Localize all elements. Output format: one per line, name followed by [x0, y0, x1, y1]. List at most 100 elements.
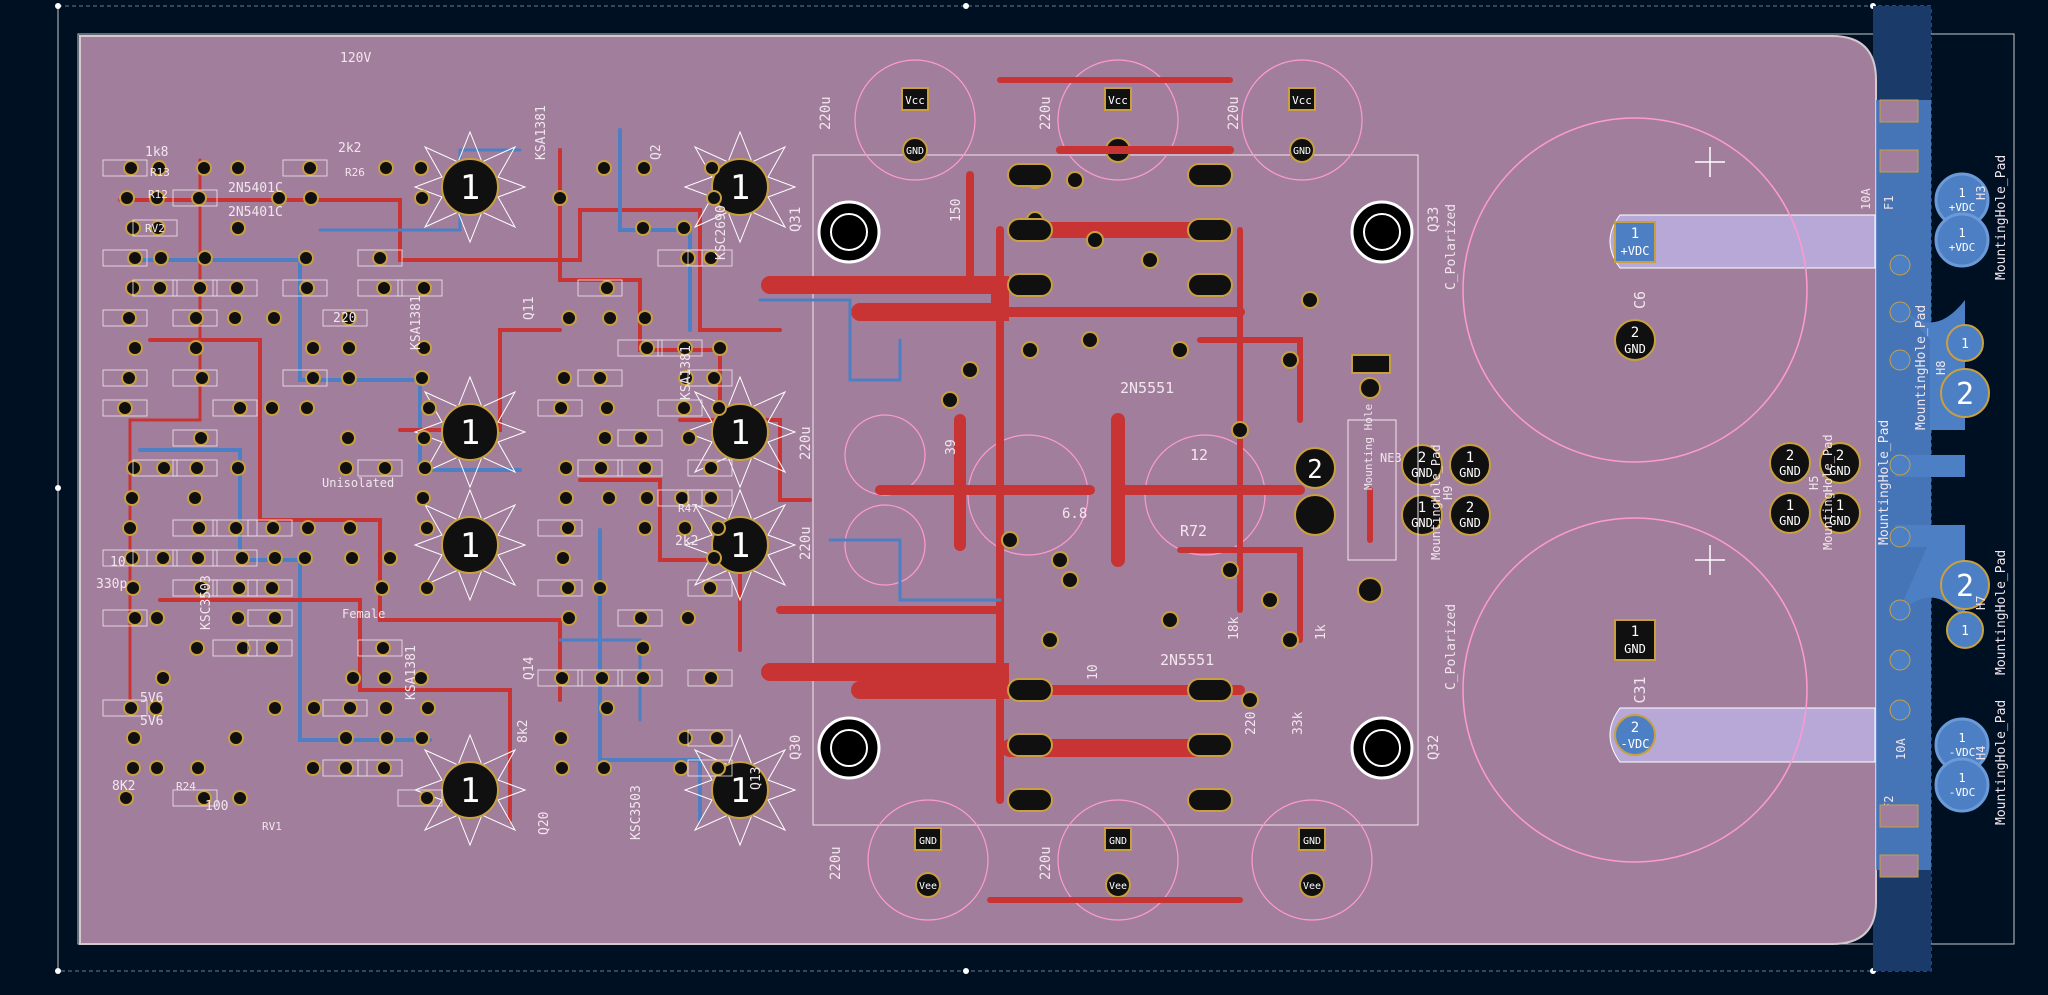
oval-pad — [1187, 788, 1233, 812]
tht-pad — [537, 579, 583, 597]
tht-pad — [673, 760, 689, 776]
svg-text:1: 1 — [1961, 337, 1969, 352]
svg-text:H9: H9 — [1441, 486, 1455, 500]
svg-text:100: 100 — [205, 799, 228, 814]
tht-pad — [711, 400, 727, 416]
tht-pad — [119, 190, 135, 206]
tht-pad — [344, 550, 360, 566]
svg-text:1: 1 — [730, 168, 750, 208]
tht-pad — [678, 370, 694, 386]
svg-text:1: 1 — [1466, 450, 1474, 466]
svg-text:1: 1 — [1958, 226, 1965, 240]
tht-pad — [687, 729, 733, 747]
tht-pad — [132, 219, 178, 237]
via — [1066, 171, 1084, 189]
tht-pad — [282, 369, 328, 387]
svg-text:Q14: Q14 — [522, 656, 537, 680]
tht-pad — [577, 279, 623, 297]
tht-pad — [230, 460, 246, 476]
svg-text:2: 2 — [1418, 450, 1426, 466]
tht-pad — [338, 730, 354, 746]
svg-text:Vee: Vee — [1109, 881, 1127, 892]
svg-text:2: 2 — [1466, 500, 1474, 516]
svg-text:Q31: Q31 — [788, 207, 804, 232]
oval-pad — [1187, 678, 1233, 702]
tht-pad — [341, 370, 357, 386]
svg-text:1: 1 — [1418, 500, 1426, 516]
svg-text:Unisolated: Unisolated — [322, 476, 394, 490]
tht-pad — [561, 610, 577, 626]
tht-pad — [421, 400, 437, 416]
svg-text:220: 220 — [1244, 712, 1259, 735]
svg-text:MountingHole_Pad: MountingHole_Pad — [1821, 434, 1835, 550]
svg-text:KSC3503: KSC3503 — [629, 785, 644, 840]
bulk-capacitors — [1462, 117, 1808, 863]
svg-text:R26: R26 — [345, 166, 365, 179]
svg-text:1: 1 — [1786, 498, 1794, 514]
tht-pad — [247, 519, 293, 537]
svg-text:H8: H8 — [1934, 361, 1948, 375]
oval-pad — [1007, 218, 1053, 242]
tht-pad — [212, 639, 258, 657]
selection-handle[interactable] — [55, 3, 61, 9]
tht-pad — [306, 700, 322, 716]
tht-pad — [172, 519, 218, 537]
tht-pad — [102, 699, 148, 717]
oval-pad — [1187, 273, 1233, 297]
tht-pad — [305, 340, 321, 356]
via — [1221, 561, 1239, 579]
selection-handle[interactable] — [55, 968, 61, 974]
tht-pad — [378, 700, 394, 716]
tht-pad — [303, 190, 319, 206]
svg-text:220u: 220u — [1226, 96, 1242, 130]
tht-pad — [657, 489, 703, 507]
svg-text:KSC2690: KSC2690 — [714, 205, 729, 260]
tht-pad — [172, 369, 218, 387]
tht-pad — [419, 580, 435, 596]
svg-text:220u: 220u — [818, 96, 834, 130]
tht-pad — [556, 370, 572, 386]
tht-pad — [271, 190, 287, 206]
svg-text:1: 1 — [1836, 498, 1844, 514]
selection-handle[interactable] — [963, 3, 969, 9]
selection-handle[interactable] — [963, 968, 969, 974]
tht-pad — [617, 339, 663, 357]
tht-pad — [188, 340, 204, 356]
svg-text:2: 2 — [1836, 448, 1844, 464]
svg-text:1k8: 1k8 — [145, 145, 168, 160]
tht-pad — [599, 700, 615, 716]
tht-pad — [132, 549, 178, 567]
tht-pad — [687, 249, 733, 267]
svg-text:1: 1 — [730, 526, 750, 566]
tht-pad — [357, 249, 403, 267]
svg-text:1k: 1k — [1314, 624, 1329, 640]
svg-text:R24: R24 — [176, 780, 196, 793]
mounting-pads: 1 +VDC 1 +VDC 1 -VDC 1 -VDC 2 2 1 1 Moun… — [1859, 155, 2009, 825]
tht-pad — [687, 669, 733, 687]
via — [1081, 331, 1099, 349]
tht-pad — [212, 579, 258, 597]
svg-text:2N5551: 2N5551 — [1120, 379, 1174, 397]
svg-text:6.8: 6.8 — [1062, 506, 1087, 522]
svg-text:H4: H4 — [1974, 746, 1988, 760]
tht-pad — [305, 760, 321, 776]
svg-text:Vcc: Vcc — [1108, 94, 1128, 107]
tht-pad — [555, 550, 571, 566]
tht-pad — [635, 220, 651, 236]
svg-text:R13: R13 — [150, 166, 170, 179]
tht-pad — [419, 520, 435, 536]
svg-text:Vcc: Vcc — [1292, 94, 1312, 107]
tht-pad — [416, 430, 432, 446]
tht-pad — [172, 789, 218, 807]
cap-ref-label: C31 — [1631, 676, 1649, 703]
tht-pad — [212, 549, 258, 567]
svg-text:33k: 33k — [1291, 711, 1306, 735]
tht-pad — [577, 369, 623, 387]
tht-pad — [602, 310, 618, 326]
tht-pad — [657, 249, 703, 267]
svg-text:1: 1 — [1631, 226, 1639, 242]
svg-text:MountingHole_Pad: MountingHole_Pad — [1877, 420, 1892, 545]
selection-handle[interactable] — [55, 485, 61, 491]
svg-text:-VDC: -VDC — [1949, 746, 1976, 759]
